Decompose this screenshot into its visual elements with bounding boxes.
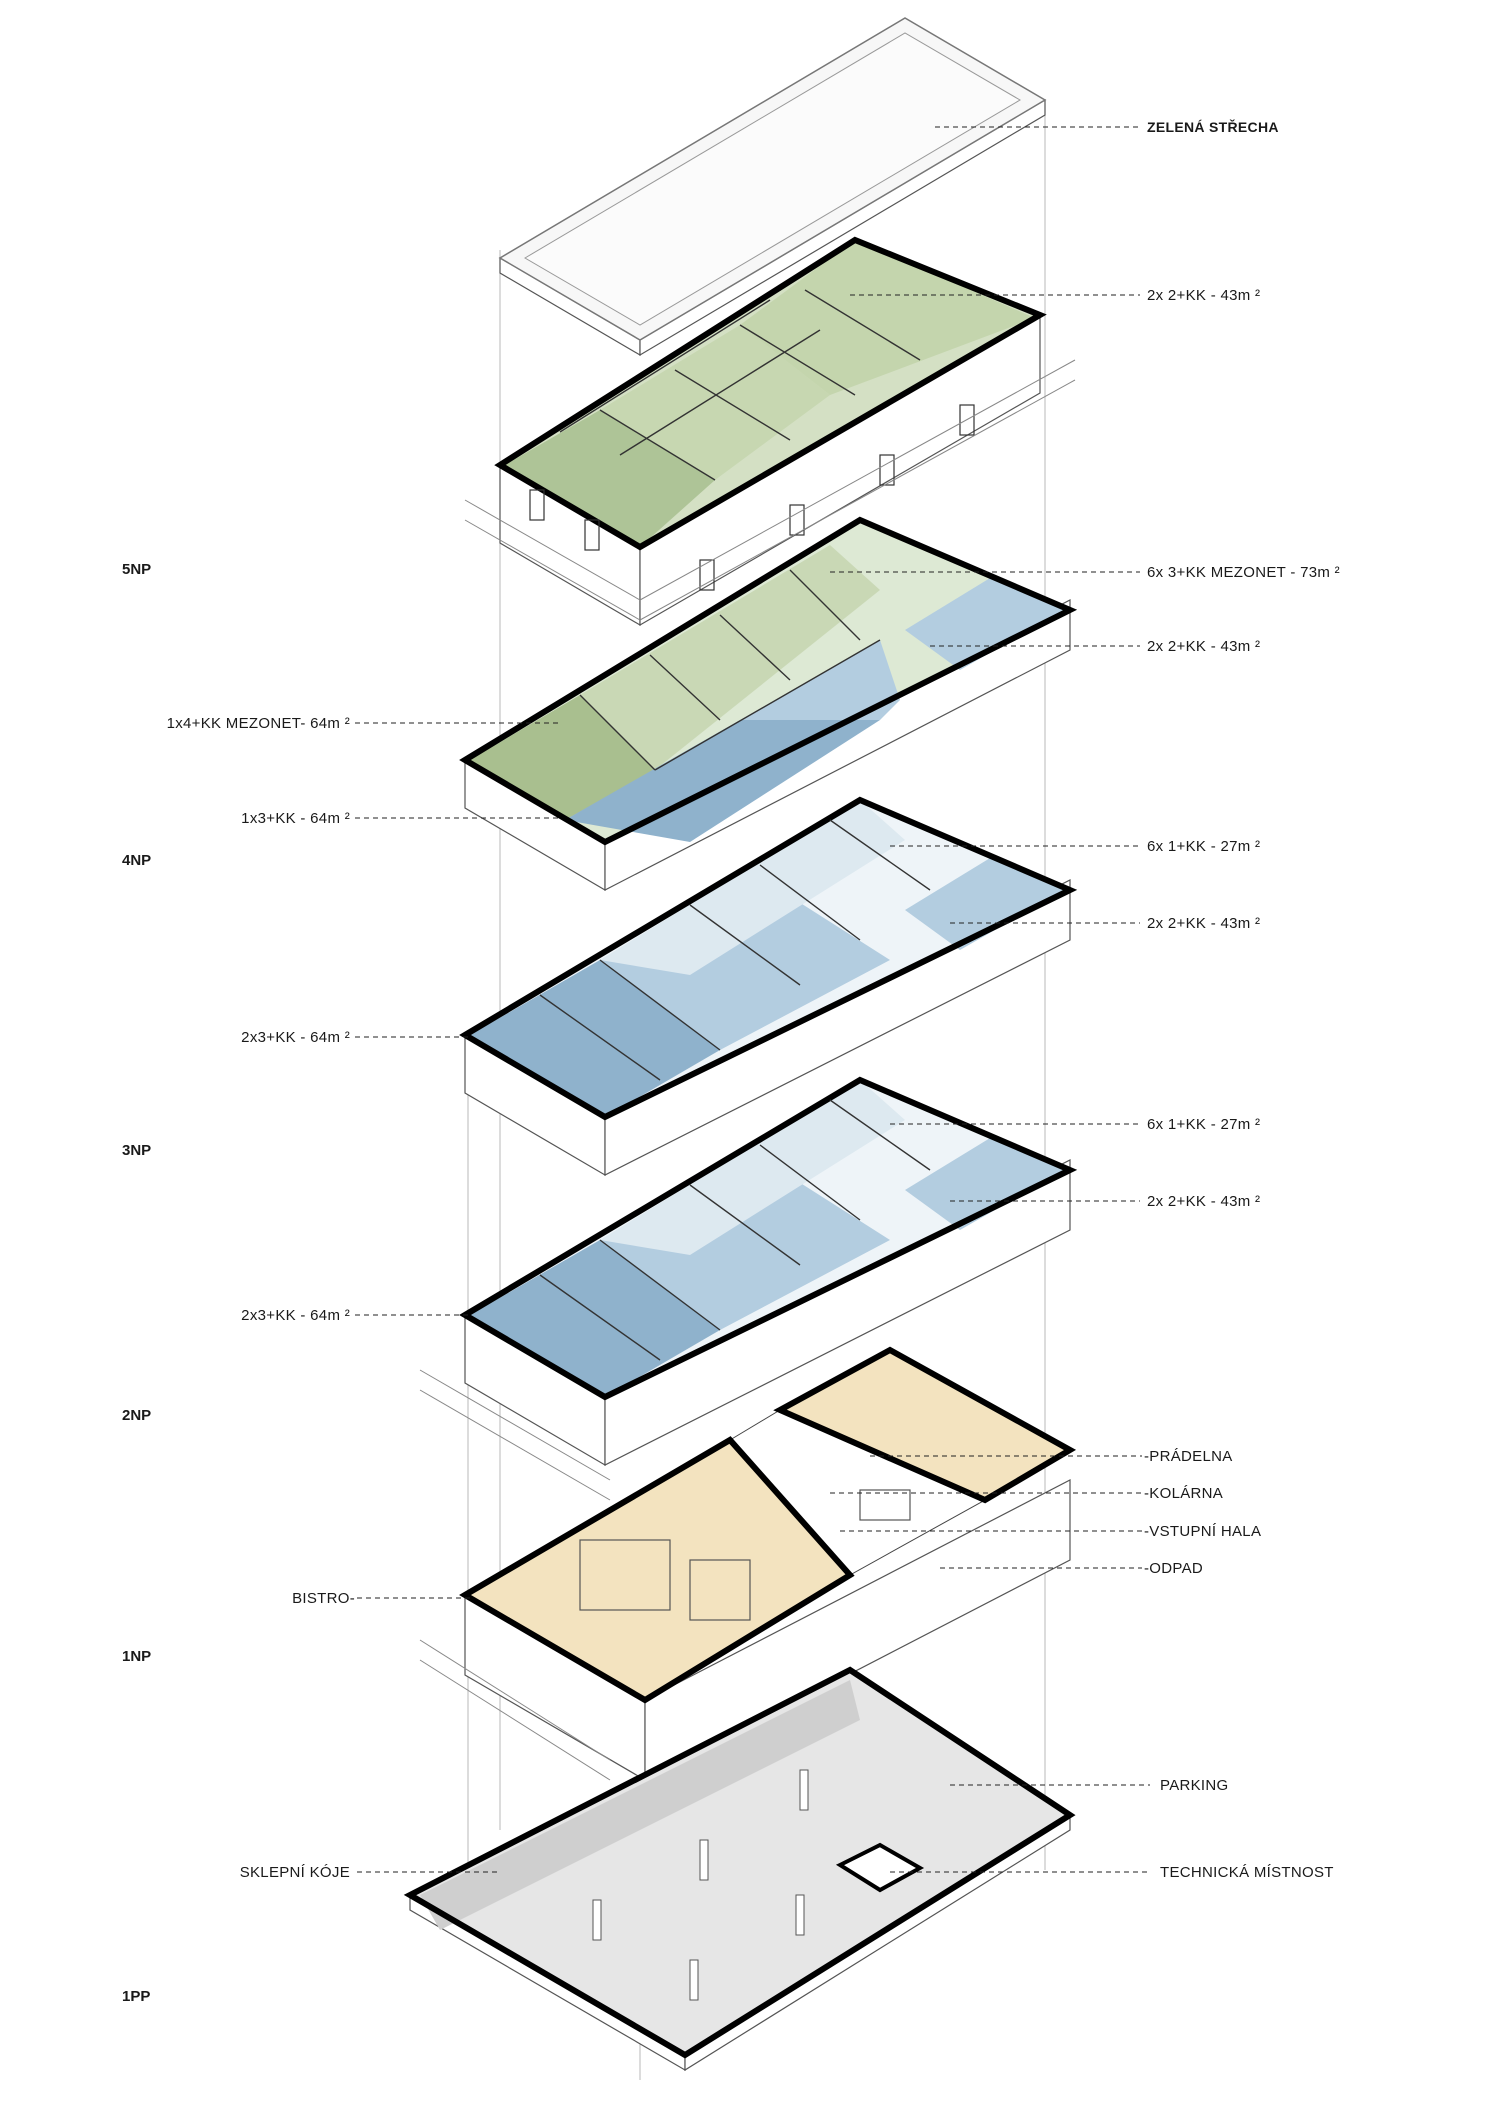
callout-sklepni-koje: SKLEPNÍ KÓJE <box>240 1864 350 1881</box>
floor-label-3np: 3NP <box>122 1142 151 1159</box>
callout-bistro: BISTRO- <box>292 1590 355 1607</box>
floor-labels: 5NP 4NP 3NP 2NP 1NP 1PP <box>122 561 151 2005</box>
callout-odpad: -ODPAD <box>1144 1560 1203 1577</box>
floor-1pp <box>403 1666 1076 2072</box>
floor-1np <box>419 1346 1077 1782</box>
floor-5np <box>464 236 1076 627</box>
callout-vstupni-hala: -VSTUPNÍ HALA <box>1144 1523 1261 1540</box>
floor-label-4np: 4NP <box>122 852 151 869</box>
floor-label-5np: 5NP <box>122 561 151 578</box>
callout-4np-2kk: 2x 2+KK - 43m ² <box>1147 638 1260 655</box>
callout-4np-4kk: 1x4+KK MEZONET- 64m ² <box>167 715 350 732</box>
floor-2np <box>419 1076 1078 1501</box>
floor-label-1pp: 1PP <box>122 1988 150 2005</box>
callout-2np-1kk: 6x 1+KK - 27m ² <box>1147 1116 1260 1133</box>
callout-2np-2kk: 2x 2+KK - 43m ² <box>1147 1193 1260 1210</box>
floor-label-2np: 2NP <box>122 1407 151 1424</box>
callout-kolarna: -KOLÁRNA <box>1144 1485 1223 1502</box>
callout-technicka-mistnost: TECHNICKÁ MÍSTNOST <box>1160 1864 1334 1881</box>
callout-5np-units: 2x 2+KK - 43m ² <box>1147 287 1260 304</box>
callout-labels: ZELENÁ STŘECHA 2x 2+KK - 43m ² 6x 3+KK M… <box>167 118 1340 1881</box>
callout-4np-mezonet: 6x 3+KK MEZONET - 73m ² <box>1147 564 1340 581</box>
callout-pradelna: -PRÁDELNA <box>1144 1448 1233 1465</box>
callout-roof: ZELENÁ STŘECHA <box>1147 118 1279 135</box>
floor-4np <box>459 516 1078 892</box>
floor-3np <box>459 796 1078 1177</box>
floor-label-1np: 1NP <box>122 1648 151 1665</box>
callout-3np-3kk: 2x3+KK - 64m ² <box>241 1029 350 1046</box>
roof-slab <box>498 17 1047 357</box>
callout-4np-3kk: 1x3+KK - 64m ² <box>241 810 350 827</box>
callout-2np-3kk: 2x3+KK - 64m ² <box>241 1307 350 1324</box>
callout-3np-1kk: 6x 1+KK - 27m ² <box>1147 838 1260 855</box>
callout-3np-2kk: 2x 2+KK - 43m ² <box>1147 915 1260 932</box>
leader-lines <box>355 126 1150 1873</box>
callout-parking: PARKING <box>1160 1777 1229 1794</box>
